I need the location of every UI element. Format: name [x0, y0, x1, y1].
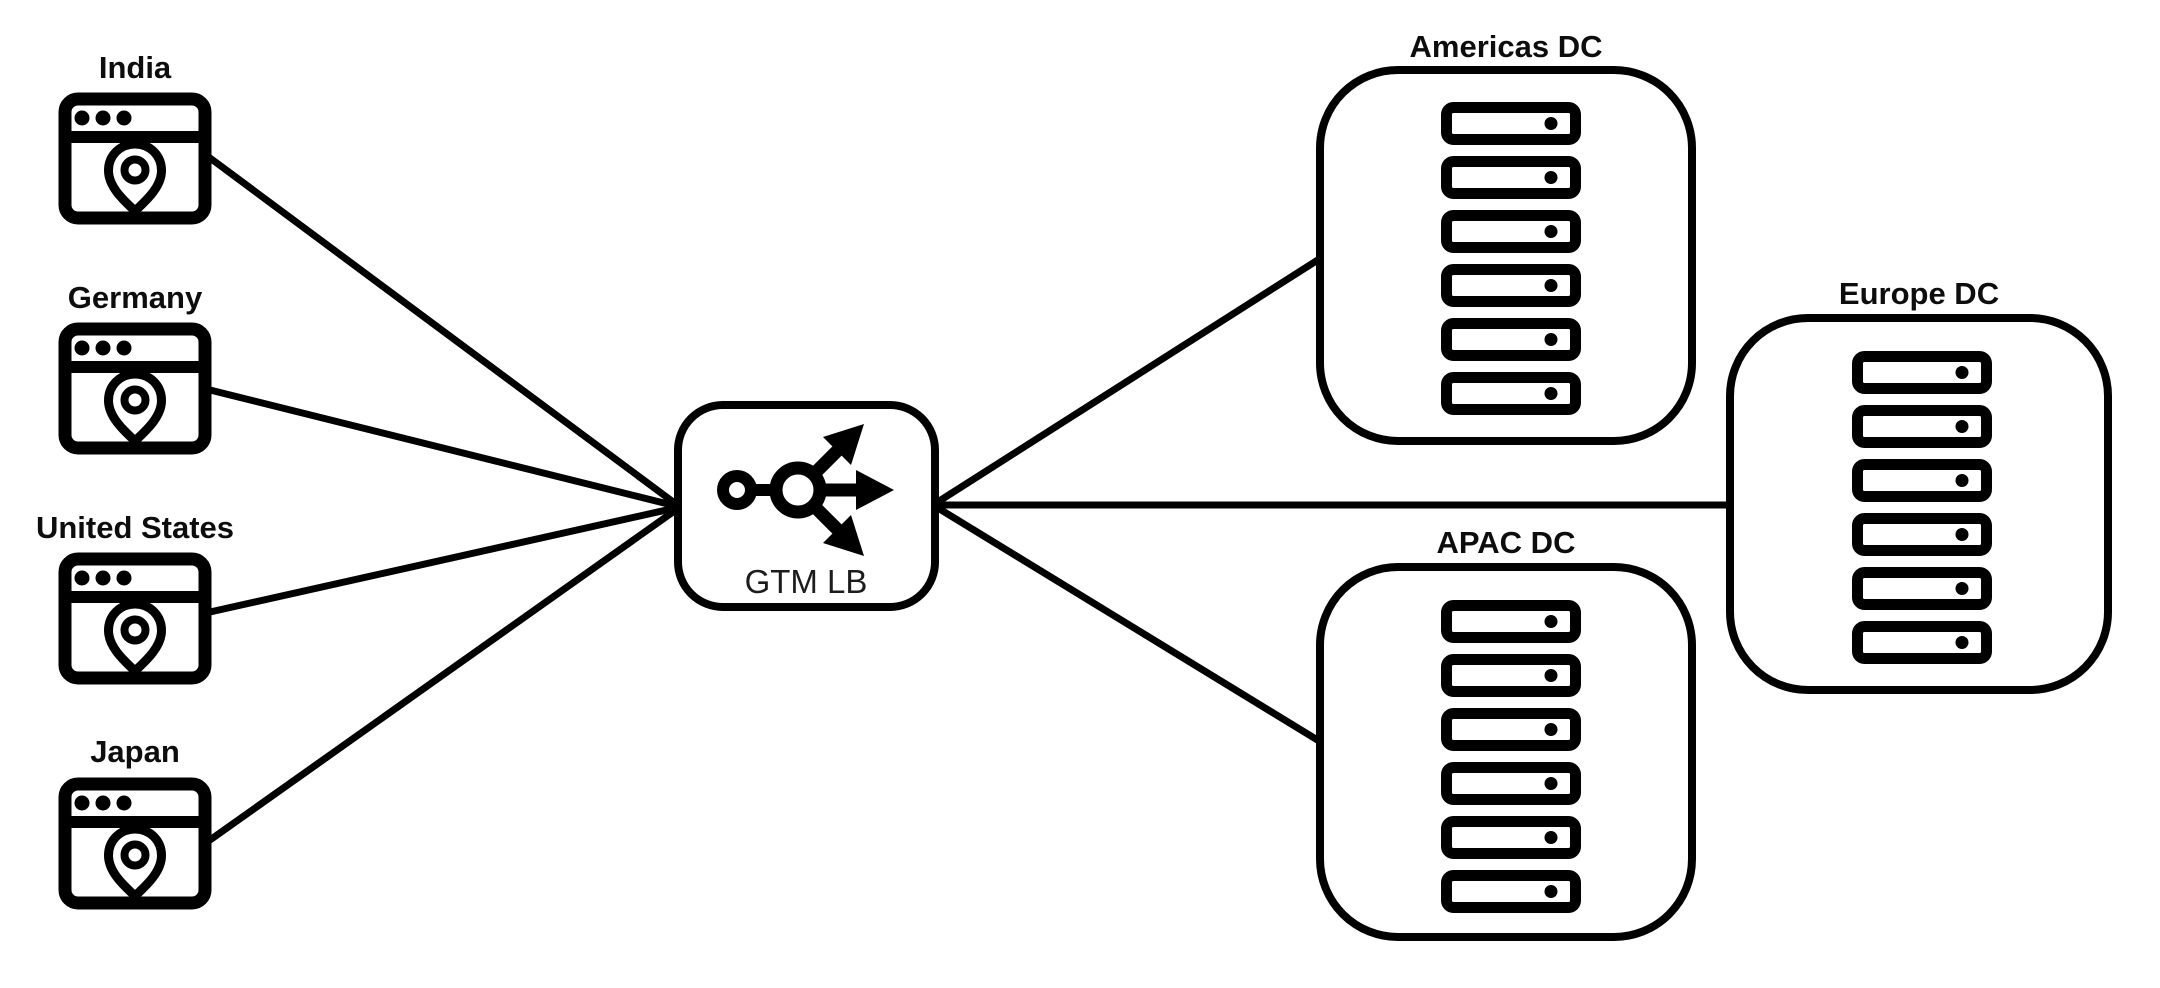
server-icon	[1858, 573, 1987, 605]
server-icon	[1447, 876, 1576, 908]
server-icon	[1858, 357, 1987, 389]
server-icon	[1858, 411, 1987, 443]
server-icon	[1447, 324, 1576, 356]
gtm-lb-node: GTM LB	[674, 401, 939, 611]
client-label-united-states: United States	[36, 510, 234, 545]
server-icon	[1447, 216, 1576, 248]
datacenter-europe: Europe DC	[1726, 276, 2112, 694]
edge-germany-to-gtm-lb	[206, 386, 684, 511]
server-icon	[1447, 822, 1576, 854]
browser-location-icon	[65, 329, 205, 448]
client-label-india: India	[99, 50, 172, 85]
edge-gtm-lb-to-apac-dc	[929, 501, 1328, 748]
americas-dc-label: Americas DC	[1410, 29, 1603, 64]
gtm-lb-label: GTM LB	[745, 563, 868, 600]
server-icon	[1858, 519, 1987, 551]
server-icon	[1447, 162, 1576, 194]
edge-japan-to-gtm-lb	[206, 503, 684, 844]
edge-united-states-to-gtm-lb	[206, 503, 684, 616]
server-icon	[1447, 606, 1576, 638]
client-node-japan: Japan	[65, 734, 205, 903]
server-icon	[1447, 714, 1576, 746]
browser-location-icon	[65, 559, 205, 678]
apac-dc-label: APAC DC	[1437, 525, 1576, 560]
apac-dc-box	[1316, 563, 1696, 941]
browser-location-icon	[65, 99, 205, 218]
datacenter-americas: Americas DC	[1316, 29, 1696, 445]
americas-dc-box	[1316, 66, 1696, 445]
client-node-germany: Germany	[65, 280, 205, 448]
client-label-japan: Japan	[90, 734, 180, 769]
edge-gtm-lb-to-americas-dc	[929, 252, 1328, 509]
server-icon	[1447, 270, 1576, 302]
load-balancer-icon	[717, 424, 894, 556]
europe-dc-label: Europe DC	[1839, 276, 1999, 311]
server-icon	[1447, 768, 1576, 800]
server-icon	[1858, 627, 1987, 659]
server-icon	[1447, 378, 1576, 410]
browser-location-icon	[65, 784, 205, 903]
edges	[206, 154, 1738, 844]
edge-india-to-gtm-lb	[206, 154, 684, 511]
datacenter-apac: APAC DC	[1316, 525, 1696, 941]
client-node-united-states: United States	[36, 510, 234, 678]
server-icon	[1858, 465, 1987, 497]
server-icon	[1447, 660, 1576, 692]
client-node-india: India	[65, 50, 205, 218]
client-label-germany: Germany	[68, 280, 203, 315]
europe-dc-box	[1726, 314, 2112, 694]
server-icon	[1447, 108, 1576, 140]
